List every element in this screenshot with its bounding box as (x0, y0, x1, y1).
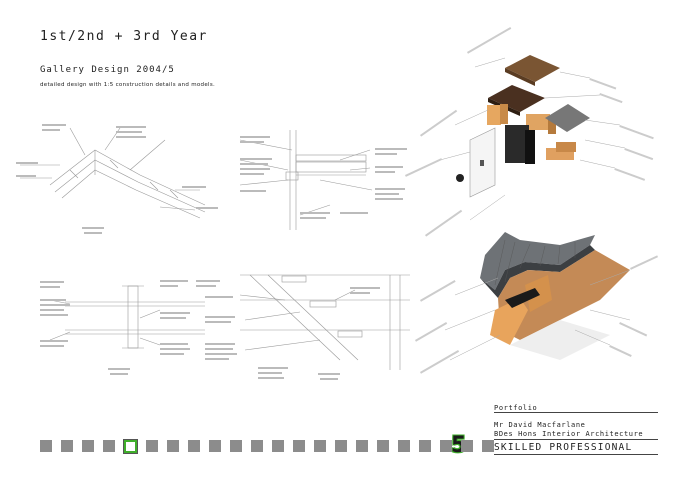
page-nav-square[interactable] (461, 440, 473, 452)
roof-section-detail (20, 127, 206, 219)
page-nav-square[interactable] (335, 440, 347, 452)
page-nav-square[interactable] (188, 440, 200, 452)
page-nav-square[interactable] (398, 440, 410, 452)
page-nav-square[interactable] (356, 440, 368, 452)
project-description: detailed design with 1:5 construction de… (40, 82, 216, 88)
page-nav-square[interactable] (209, 440, 221, 452)
year-title: 1st/2nd + 3rd Year (40, 29, 208, 44)
page-nav-square[interactable] (482, 440, 494, 452)
page-nav-square[interactable] (272, 440, 284, 452)
page-nav-square[interactable] (146, 440, 158, 452)
page-nav-square[interactable] (419, 440, 431, 452)
wall-junction-detail (239, 130, 373, 230)
page-nav-square[interactable] (377, 440, 389, 452)
steel-section-detail (49, 285, 205, 349)
page-nav-square[interactable] (440, 440, 452, 452)
page-navigation (40, 439, 494, 454)
page-nav-square[interactable] (230, 440, 242, 452)
tagline: SKILLED PROFESSIONAL (494, 442, 633, 453)
page-nav-square[interactable] (167, 440, 179, 452)
page-nav-square[interactable] (251, 440, 263, 452)
degree-label: BDes Hons Interior Architecture (494, 430, 644, 438)
divider (494, 439, 658, 440)
divider (494, 454, 658, 455)
page-nav-square[interactable] (103, 440, 115, 452)
page-nav-square-active[interactable] (123, 439, 138, 454)
exploded-axonometric-model (405, 26, 654, 237)
portfolio-label: Portfolio (494, 404, 538, 412)
divider (494, 412, 658, 413)
author-name: Mr David Macfarlane (494, 421, 586, 429)
assembled-model (415, 232, 659, 374)
page-nav-square[interactable] (40, 440, 52, 452)
project-title: Gallery Design 2004/5 (40, 65, 175, 75)
page-nav-square[interactable] (82, 440, 94, 452)
stair-section-detail (239, 274, 410, 370)
page-nav-square[interactable] (314, 440, 326, 452)
page-nav-square[interactable] (293, 440, 305, 452)
page-nav-square[interactable] (61, 440, 73, 452)
